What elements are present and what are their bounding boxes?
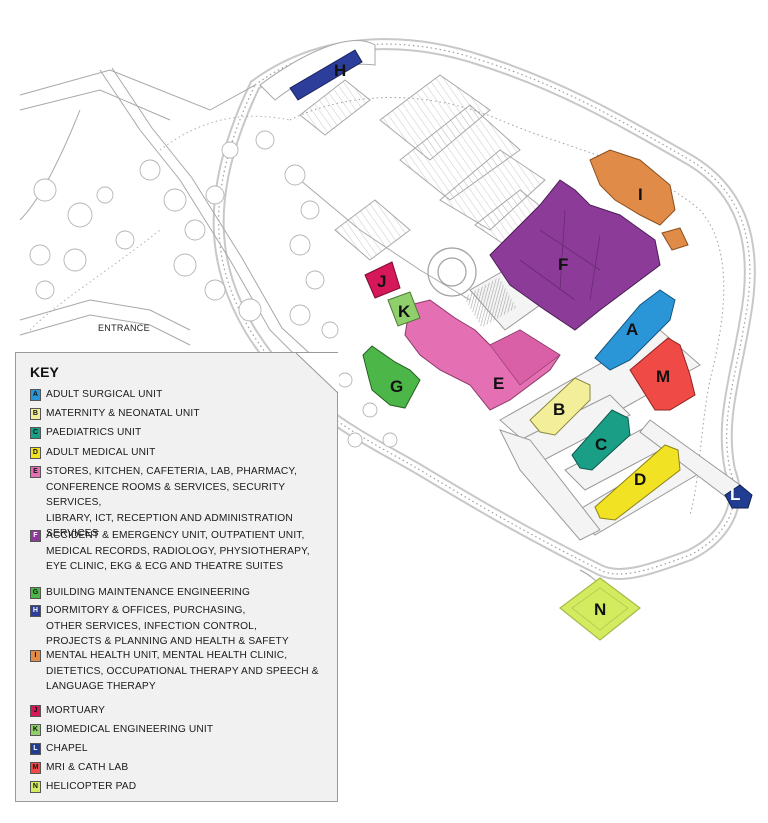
key-label-a: ADULT SURGICAL UNIT [46,389,163,400]
key-label-k: BIOMEDICAL ENGINEERING UNIT [46,724,214,735]
building-j-letter: J [377,272,386,291]
access-roads [19,67,471,381]
key-label-j: MORTUARY [46,705,106,716]
building-i: I [589,149,689,251]
building-b: B [529,377,591,436]
building-l: L [724,484,753,509]
key-item-e: E STORES, KITCHEN, CAFETERIA, LAB, PHARMA… [30,464,330,542]
key-label-c: PAEDIATRICS UNIT [46,427,142,438]
key-item-k: K BIOMEDICAL ENGINEERING UNIT [30,722,330,738]
key-swatch-i: I [30,650,41,662]
building-m-letter: M [656,367,670,386]
key-title: KEY [30,364,59,380]
key-item-a: A ADULT SURGICAL UNIT [30,387,330,403]
building-h: H [289,49,363,101]
building-h-letter: H [334,61,346,80]
key-item-c: C PAEDIATRICS UNIT [30,425,330,441]
key-item-n: N HELICOPTER PAD [30,779,330,795]
building-k-letter: K [398,302,411,321]
building-k: K [387,291,421,327]
key-swatch-j: J [30,705,41,717]
entrance-label: ENTRANCE [98,323,150,333]
building-e: E [404,299,561,411]
key-corner-shape [295,353,339,393]
key-swatch-m: M [30,762,41,774]
key-label-f: ACCIDENT & EMERGENCY UNIT, OUTPATIENT UN… [46,530,310,572]
key-label-d: ADULT MEDICAL UNIT [46,447,156,458]
key-label-n: HELICOPTER PAD [46,781,137,792]
key-item-d: D ADULT MEDICAL UNIT [30,445,330,461]
key-label-g: BUILDING MAINTENANCE ENGINEERING [46,587,251,598]
building-n-letter: N [594,600,606,619]
building-e-letter: E [493,374,504,393]
key-label-l: CHAPEL [46,743,88,754]
key-swatch-c: C [30,427,41,439]
building-c-letter: C [595,435,607,454]
key-label-e: STORES, KITCHEN, CAFETERIA, LAB, PHARMAC… [46,466,298,539]
key-swatch-k: K [30,724,41,736]
parking-lots [299,74,546,261]
key-swatch-l: L [30,743,41,755]
building-g-letter: G [390,377,403,396]
map-key: KEY A ADULT SURGICAL UNIT B MATERNITY & NEO… [15,352,339,802]
plaza-hatch [464,277,517,328]
key-item-h: H DORMITORY & OFFICES, PURCHASING, OTHER … [30,603,330,650]
key-label-h: DORMITORY & OFFICES, PURCHASING, OTHER S… [46,605,289,647]
building-m: M [629,337,696,411]
building-l-letter: L [730,485,740,504]
key-item-b: B MATERNITY & NEONATAL UNIT [30,406,330,422]
key-swatch-n: N [30,781,41,793]
key-swatch-h: H [30,605,41,617]
building-i-letter: I [638,185,643,204]
key-swatch-d: D [30,447,41,459]
building-c: C [571,409,631,471]
building-g: G [362,345,421,409]
key-label-b: MATERNITY & NEONATAL UNIT [46,408,200,419]
roundabout [427,247,477,297]
key-swatch-a: A [30,389,41,401]
building-b-letter: B [553,400,565,419]
key-swatch-b: B [30,408,41,420]
trees [29,130,398,448]
key-item-j: J MORTUARY [30,703,330,719]
building-n: N [559,569,641,641]
key-swatch-e: E [30,466,41,478]
key-item-i: I MENTAL HEALTH UNIT, MENTAL HEALTH CLINI… [30,648,330,695]
key-item-g: G BUILDING MAINTENANCE ENGINEERING [30,585,330,601]
building-a: A [594,289,676,371]
building-d: D [594,444,681,521]
key-item-l: L CHAPEL [30,741,330,757]
building-d-letter: D [634,470,646,489]
key-label-i: MENTAL HEALTH UNIT, MENTAL HEALTH CLINIC… [46,650,319,692]
key-item-f: F ACCIDENT & EMERGENCY UNIT, OUTPATIENT U… [30,528,330,575]
key-item-m: M MRI & CATH LAB [30,760,330,776]
key-swatch-g: G [30,587,41,599]
building-f: F [489,179,661,331]
key-label-m: MRI & CATH LAB [46,762,129,773]
building-j: J [364,261,401,299]
key-swatch-f: F [30,530,41,542]
building-a-letter: A [626,320,638,339]
building-f-letter: F [558,255,568,274]
